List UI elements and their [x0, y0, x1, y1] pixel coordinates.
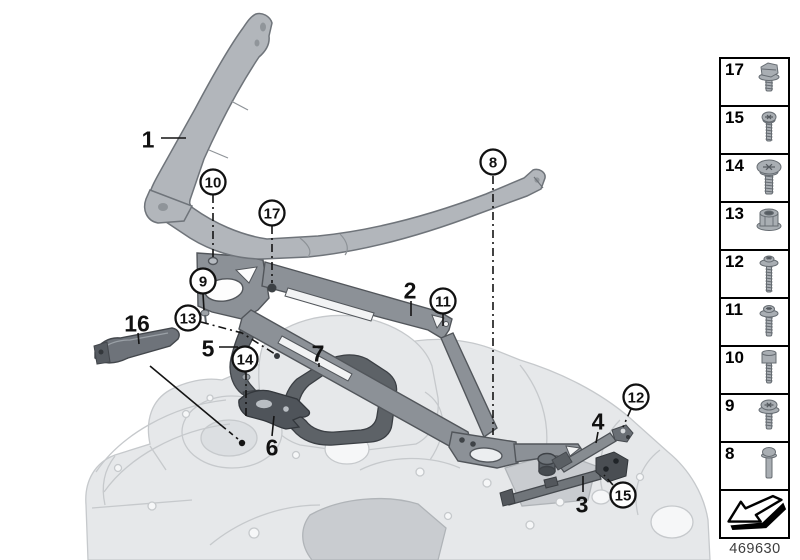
- fastener-item-9[interactable]: 9: [719, 393, 790, 443]
- callout-17[interactable]: 17: [258, 199, 286, 227]
- fastener-item-12[interactable]: 12: [719, 249, 790, 299]
- svg-text:2: 2: [404, 277, 417, 303]
- fastener-number: 10: [725, 348, 744, 367]
- svg-text:11: 11: [435, 293, 451, 310]
- leader-lines: [137, 137, 632, 492]
- fastener-number: 12: [725, 252, 744, 271]
- callout-6[interactable]: 6: [266, 434, 279, 460]
- callout-12[interactable]: 12: [622, 383, 650, 411]
- callout-3[interactable]: 3: [576, 491, 589, 517]
- callout-15[interactable]: 15: [609, 481, 637, 509]
- part-4-tension-strut: [551, 424, 634, 473]
- fastener-item-15[interactable]: 15: [719, 105, 790, 155]
- washer-bolt-icon: [759, 305, 779, 337]
- fastener-number: 9: [725, 396, 735, 415]
- fastener-number: 15: [725, 108, 744, 127]
- svg-text:12: 12: [628, 389, 645, 406]
- svg-text:16: 16: [124, 310, 150, 336]
- fastener-item-10[interactable]: 10: [719, 345, 790, 395]
- callout-11[interactable]: 11: [429, 287, 457, 315]
- torx-large-head-screw-icon: [756, 159, 782, 195]
- fastener-number: 11: [725, 300, 743, 319]
- svg-text:7: 7: [312, 340, 325, 366]
- torx-flange-screw-icon: [758, 399, 780, 430]
- svg-text:9: 9: [199, 273, 207, 290]
- callout-7[interactable]: 7: [312, 340, 325, 366]
- callout-14[interactable]: 14: [231, 345, 259, 373]
- drawing-part-number: 469630: [729, 541, 781, 557]
- part-6-bracket: [238, 389, 311, 430]
- back-arrow-icon: [727, 494, 787, 531]
- svg-text:3: 3: [576, 491, 589, 517]
- torx-pan-screw-icon: [761, 111, 777, 142]
- callout-13[interactable]: 13: [174, 304, 202, 332]
- callout-10[interactable]: 10: [199, 168, 227, 196]
- flange-nut-icon: [756, 208, 782, 231]
- long-washer-bolt-icon: [759, 255, 779, 293]
- callout-8[interactable]: 8: [479, 148, 507, 176]
- fastener-number: 13: [725, 204, 744, 223]
- callout-2[interactable]: 2: [404, 277, 417, 303]
- svg-text:15: 15: [615, 487, 632, 504]
- svg-text:17: 17: [264, 205, 281, 222]
- cylinder-head-screw-icon: [761, 350, 777, 384]
- svg-text:1: 1: [142, 126, 155, 152]
- fastener-item-17[interactable]: 17: [719, 57, 790, 107]
- part-3-tension-strut: [499, 451, 629, 507]
- fastener-item-11[interactable]: 11: [719, 297, 790, 347]
- fastener-item-8[interactable]: 8: [719, 441, 790, 491]
- svg-text:14: 14: [237, 351, 254, 368]
- svg-text:4: 4: [592, 408, 605, 434]
- svg-text:5: 5: [202, 335, 215, 361]
- svg-text:13: 13: [180, 310, 197, 327]
- part-16-bracket: [93, 327, 180, 365]
- hex-flange-bolt-icon: [758, 62, 780, 92]
- callout-4[interactable]: 4: [592, 408, 605, 434]
- fastener-number: 14: [725, 156, 744, 175]
- fastener-item-14[interactable]: 14: [719, 153, 790, 203]
- fastener-item-13[interactable]: 13: [719, 201, 790, 251]
- fastener-number: 17: [725, 60, 744, 79]
- svg-text:6: 6: [266, 434, 279, 460]
- callout-1[interactable]: 1: [142, 126, 155, 152]
- part-2-strut-brace: [196, 252, 583, 477]
- page-reference-arrow-box[interactable]: [719, 489, 790, 539]
- callout-9[interactable]: 9: [189, 267, 217, 295]
- svg-text:8: 8: [489, 154, 497, 171]
- part-1-strut-brace: [143, 12, 546, 260]
- dome-rivet-icon: [761, 447, 777, 479]
- callout-5[interactable]: 5: [202, 335, 215, 361]
- callout-16[interactable]: 16: [124, 310, 150, 336]
- svg-text:10: 10: [205, 174, 222, 191]
- fastener-number: 8: [725, 444, 735, 463]
